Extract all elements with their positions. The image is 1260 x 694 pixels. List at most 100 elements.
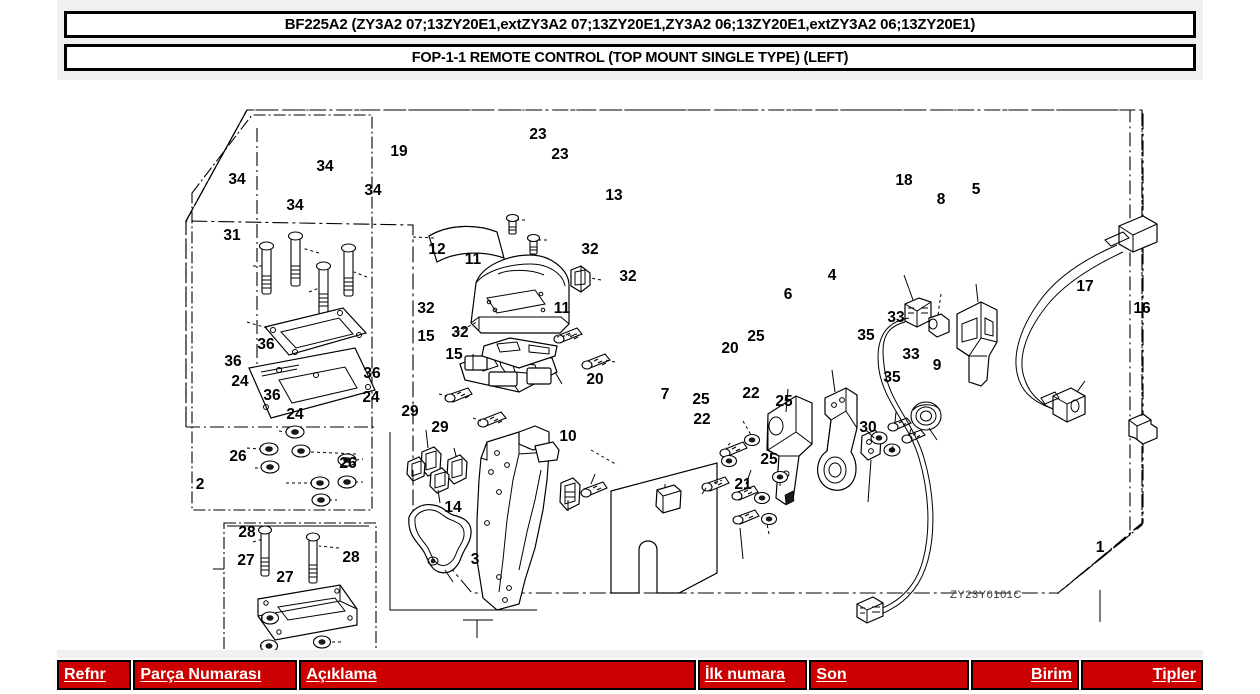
part-nut-24-a — [291, 444, 311, 458]
part-nut-25-a — [743, 433, 761, 447]
callout-number: 10 — [559, 428, 576, 445]
callout-labels: 1234567891011111213141515161718192020212… — [196, 126, 1151, 586]
part-clip-15-b — [446, 454, 468, 485]
callout-number: 12 — [428, 241, 445, 258]
callout-number: 32 — [619, 268, 636, 285]
callout-number: 9 — [933, 357, 942, 374]
callout-number: 17 — [1076, 278, 1093, 295]
callout-number: 18 — [895, 172, 913, 189]
part-side-cover-14 — [408, 503, 472, 574]
model-title-bar: BF225A2 (ZY3A2 07;13ZY20E1,extZY3A2 07;1… — [64, 11, 1196, 38]
table-column-header-first-number[interactable]: İlk numara — [697, 660, 808, 690]
part-nut-25-d — [753, 491, 771, 505]
table-column-header-unit[interactable]: Birim — [971, 660, 1079, 690]
callout-number: 36 — [363, 365, 381, 382]
section-title-bar: FOP-1-1 REMOTE CONTROL (TOP MOUNT SINGLE… — [64, 44, 1196, 71]
callout-number: 27 — [237, 552, 254, 569]
group-outline-illustration — [185, 109, 1144, 594]
part-bolt-23-b — [526, 233, 541, 255]
callout-number: 2 — [196, 476, 205, 493]
part-nut-27-a — [259, 639, 279, 650]
part-lever-holder-5 — [956, 301, 998, 387]
part-cable-harness-right — [1015, 215, 1158, 423]
callout-number: 8 — [937, 191, 946, 208]
leader-lines — [213, 219, 1143, 647]
table-column-header-refnr[interactable]: Refnr — [57, 660, 132, 690]
table-column-label-types: Tipler — [1152, 666, 1196, 683]
part-plate-31 — [263, 307, 368, 356]
callout-number: 23 — [551, 146, 569, 163]
part-bolt-33-a — [887, 417, 912, 432]
table-column-label-description: Açıklama — [306, 666, 377, 683]
callout-number: 24 — [362, 389, 380, 406]
part-bolt-34-b — [287, 231, 304, 287]
callout-number: 13 — [605, 187, 623, 204]
table-column-header-types[interactable]: Tipler — [1080, 660, 1203, 690]
callout-number: 11 — [554, 300, 571, 317]
callout-number: 21 — [734, 476, 752, 493]
part-nut-24-c — [337, 475, 357, 489]
part-clip-29-a — [406, 456, 426, 482]
callout-number: 35 — [857, 327, 875, 344]
part-bushing-8 — [928, 313, 950, 338]
part-connector-18 — [904, 297, 932, 328]
callout-number: 32 — [581, 241, 598, 258]
part-cover-strip-19 — [428, 225, 505, 263]
callout-number: 16 — [1133, 300, 1151, 317]
callout-number: 19 — [390, 143, 408, 160]
callout-number: 7 — [661, 386, 670, 403]
callout-number: 33 — [887, 309, 905, 326]
section-title-text: FOP-1-1 REMOTE CONTROL (TOP MOUNT SINGLE… — [411, 49, 849, 66]
callout-number: 35 — [883, 369, 901, 386]
part-nut-28-a — [260, 611, 280, 625]
callout-number: 5 — [972, 181, 981, 198]
callout-number: 15 — [417, 328, 435, 345]
table-column-header-description[interactable]: Açıklama — [299, 660, 696, 690]
part-bolt-32-d — [477, 411, 507, 428]
part-nut-36-a — [285, 425, 305, 439]
callout-number: 36 — [263, 387, 281, 404]
part-mount-block-2 — [257, 584, 358, 641]
part-nut-36-d — [310, 476, 330, 490]
table-column-label-refnr: Refnr — [64, 666, 106, 683]
part-main-housing-3 — [476, 425, 560, 611]
table-column-label-last: Son — [816, 666, 847, 683]
callout-number: 34 — [364, 182, 382, 199]
callout-number: 22 — [693, 411, 710, 428]
callout-number: 20 — [586, 371, 603, 388]
part-bolt-34-c — [315, 261, 332, 315]
part-bolt-20-a — [580, 481, 608, 498]
part-lever-6 — [766, 395, 813, 506]
callout-number: 33 — [902, 346, 920, 363]
part-nut-25-c — [771, 470, 789, 484]
callout-number: 22 — [742, 385, 759, 402]
table-column-header-partno[interactable]: Parça Numarası — [133, 660, 298, 690]
table-column-label-first-number: İlk numara — [704, 666, 786, 683]
part-plate-mount-lower — [248, 347, 376, 419]
part-cable-harness-left — [856, 317, 934, 624]
callout-number: 34 — [286, 197, 304, 214]
group-box-item-3 — [389, 432, 537, 638]
group-box-upper-left — [185, 109, 374, 428]
callout-number: 3 — [471, 551, 480, 568]
table-column-header-last[interactable]: Son — [809, 660, 970, 690]
callout-number: 6 — [784, 286, 793, 303]
part-bolt-23-a — [505, 213, 520, 235]
callout-number: 26 — [339, 455, 357, 472]
diagram-watermark: ZY23Y0101C — [950, 589, 1022, 601]
part-nut-25-b — [720, 454, 738, 468]
callout-number: 23 — [529, 126, 547, 143]
callout-number: 25 — [692, 391, 710, 408]
part-clip-10 — [559, 477, 581, 511]
model-title-text: BF225A2 (ZY3A2 07;13ZY20E1,extZY3A2 07;1… — [284, 16, 976, 33]
parts-diagram-svg[interactable]: 1234567891011111213141515161718192020212… — [57, 80, 1203, 650]
callout-number: 34 — [316, 158, 334, 175]
callout-number: 26 — [229, 448, 247, 465]
callout-number: 34 — [228, 171, 246, 188]
parts-table-header: Refnr Parça Numarası Açıklama İlk numara… — [57, 658, 1203, 694]
part-nut-24-b — [260, 460, 280, 474]
part-clip-29-b — [429, 467, 450, 494]
part-nut-35-a — [870, 431, 888, 445]
part-bolt-20-b — [719, 441, 748, 458]
